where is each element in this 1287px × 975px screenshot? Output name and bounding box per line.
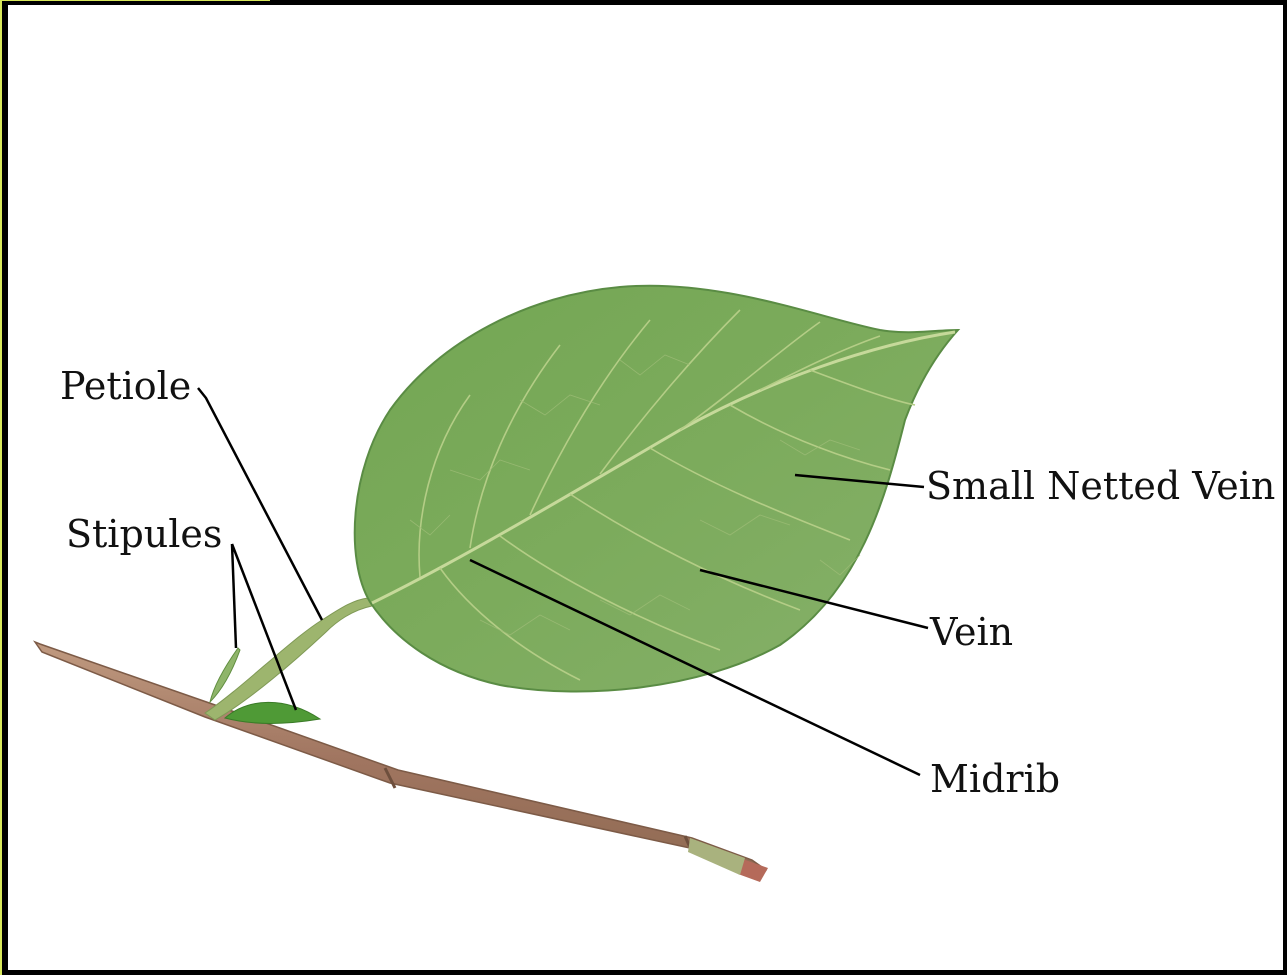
- label-petiole: Petiole: [60, 367, 191, 405]
- leaf-blade: [355, 286, 958, 692]
- label-small-netted-vein: Small Netted Vein: [926, 467, 1275, 505]
- label-stipules: Stipules: [66, 515, 222, 553]
- label-vein: Vein: [930, 613, 1013, 651]
- label-midrib: Midrib: [930, 760, 1060, 798]
- petiole-leader-line: [198, 388, 322, 620]
- stipules-leader-line-left: [232, 544, 236, 648]
